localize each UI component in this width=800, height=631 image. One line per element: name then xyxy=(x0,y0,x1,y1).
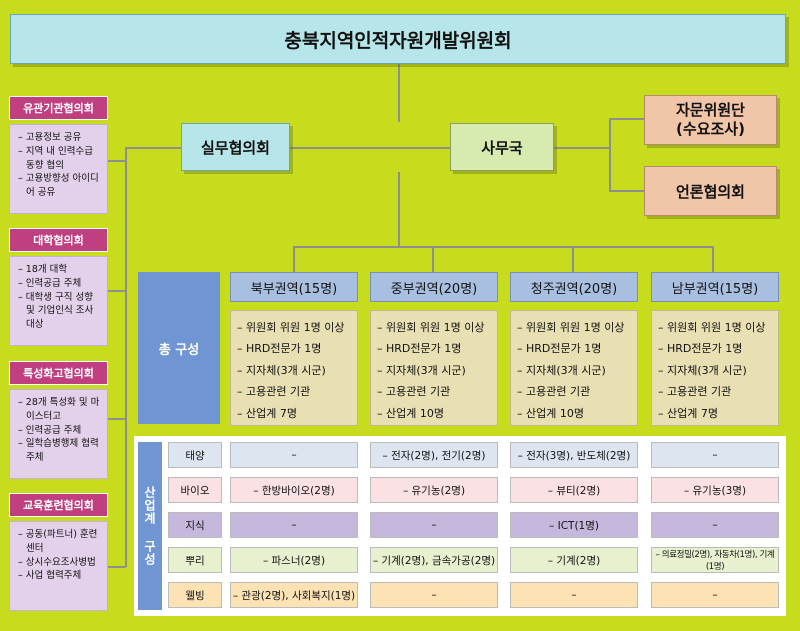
list-item: – HRD전문가 1명 xyxy=(658,342,743,356)
region-head-south: 남부권역(15명) xyxy=(651,272,779,302)
industry-cell: – 유기농(3명) xyxy=(651,477,779,503)
connector-line xyxy=(572,246,574,272)
working-council-box: 실무협의회 xyxy=(181,123,290,171)
region-body-south: – 위원회 위원 1명 이상 – HRD전문가 1명 – 지자체(3개 시군) … xyxy=(651,310,779,426)
list-item: – 산업계 7명 xyxy=(237,406,297,420)
council-body-education-training: – 공동(파트너) 훈련센터 – 상시수요조사병법 – 사업 협력주체 xyxy=(9,521,108,611)
industry-cell: – xyxy=(651,582,779,608)
list-item: – 고용방향성 아이디어 공유 xyxy=(18,173,99,199)
connector-line xyxy=(108,566,126,568)
list-item: – 위원회 위원 1명 이상 xyxy=(517,321,625,334)
list-item: – 고용관련 기관 xyxy=(377,385,451,399)
region-body-north: – 위원회 위원 1명 이상 – HRD전문가 1명 – 지자체(3개 시군) … xyxy=(230,310,358,426)
industry-cell: – xyxy=(651,442,779,468)
connector-line xyxy=(712,246,714,272)
list-item: – 대학생 구직 성향 및 기업인식 조사 대상 xyxy=(18,291,94,331)
list-item: – 사업 협력주체 xyxy=(18,570,82,582)
connector-line xyxy=(293,246,713,248)
connector-line xyxy=(609,118,644,120)
connector-line xyxy=(398,172,400,246)
list-item: – 일학습병행제 협력주체 xyxy=(18,438,99,464)
council-head-related-agencies: 유관기관협의회 xyxy=(9,96,108,120)
connector-line xyxy=(108,290,126,292)
industry-cell: – xyxy=(230,512,358,538)
press-council-box: 언론협의회 xyxy=(644,166,777,216)
industry-row-label: 태양 xyxy=(168,442,222,468)
council-head-university: 대학협의회 xyxy=(9,228,108,252)
industry-cell: – xyxy=(370,512,498,538)
list-item: – 고용관련 기관 xyxy=(658,385,732,399)
industry-cell: – xyxy=(230,442,358,468)
list-item: – 위원회 위원 1명 이상 xyxy=(377,321,485,334)
connector-line xyxy=(108,418,126,420)
list-item: – 위원회 위원 1명 이상 xyxy=(658,321,766,334)
list-item: – HRD전문가 1명 xyxy=(377,342,462,356)
list-item: – 18개 대학 xyxy=(18,264,68,275)
council-body-related-agencies: – 고용정보 공유 – 지역 내 인력수급 동향 협의 – 고용방향성 아이디어… xyxy=(9,124,108,214)
industry-cell: – 뷰티(2명) xyxy=(510,477,638,503)
list-item: – 위원회 위원 1명 이상 xyxy=(237,321,345,334)
list-item: – 28개 특성화 및 마이스터고 xyxy=(18,397,100,422)
list-item: – 고용관련 기관 xyxy=(237,385,311,399)
connector-line xyxy=(609,190,644,192)
industry-row-label: 지식 xyxy=(168,512,222,538)
region-body-cheongju: – 위원회 위원 1명 이상 – HRD전문가 1명 – 지자체(3개 시군) … xyxy=(510,310,638,426)
council-head-specialized-hs: 특성화고협의회 xyxy=(9,361,108,385)
list-item: – 지자체(3개 시군) xyxy=(658,363,747,377)
industry-cell: – 전자(3명), 반도체(2명) xyxy=(510,442,638,468)
list-item: – HRD전문가 1명 xyxy=(517,342,602,356)
connector-line xyxy=(108,160,126,162)
industry-cell: – 기계(2명) xyxy=(510,547,638,573)
industry-cell: – 관광(2명), 사회복지(1명) xyxy=(230,582,358,608)
list-item: – 고용정보 공유 xyxy=(18,132,82,143)
region-head-central: 중부권역(20명) xyxy=(370,272,498,302)
connector-line xyxy=(554,147,610,149)
list-item: – 상시수요조사병법 xyxy=(18,556,96,568)
council-body-specialized-hs: – 28개 특성화 및 마이스터고 – 인력공급 주체 – 일학습병행제 협력주… xyxy=(9,389,108,479)
list-item: – 지역 내 인력수급 동향 협의 xyxy=(18,145,94,171)
advisory-group-label: 자문위원단 (수요조사) xyxy=(675,100,745,139)
list-item: – 공동(파트너) 훈련센터 xyxy=(18,529,98,554)
list-item: – 지자체(3개 시군) xyxy=(377,363,466,377)
region-body-central: – 위원회 위원 1명 이상 – HRD전문가 1명 – 지자체(3개 시군) … xyxy=(370,310,498,426)
connector-line xyxy=(432,246,434,272)
industry-cell: – xyxy=(370,582,498,608)
advisory-group-box: 자문위원단 (수요조사) xyxy=(644,95,777,145)
industry-cell: – 한방바이오(2명) xyxy=(230,477,358,503)
industry-composition-label: 산업계 구성 xyxy=(138,442,162,610)
industry-cell: – 유기농(2명) xyxy=(370,477,498,503)
industry-cell: – 기계(2명), 금속가공(2명) xyxy=(370,547,498,573)
connector-line xyxy=(125,147,181,149)
list-item: – 인력공급 주체 xyxy=(18,424,82,436)
connector-line xyxy=(125,147,127,567)
council-head-education-training: 교육훈련협의회 xyxy=(9,493,108,517)
industry-cell: – 파스너(2명) xyxy=(230,547,358,573)
total-composition-label: 총 구성 xyxy=(138,272,220,424)
list-item: – 인력공급 주체 xyxy=(18,277,82,289)
industry-cell: – xyxy=(510,582,638,608)
list-item: – 산업계 10명 xyxy=(377,406,444,420)
connector-line xyxy=(398,64,400,122)
industry-cell: – ICT(1명) xyxy=(510,512,638,538)
industry-row-label: 바이오 xyxy=(168,477,222,503)
region-head-north: 북부권역(15명) xyxy=(230,272,358,302)
connector-line xyxy=(609,118,611,190)
region-head-cheongju: 청주권역(20명) xyxy=(510,272,638,302)
industry-row-label: 뿌리 xyxy=(168,547,222,573)
list-item: – 고용관련 기관 xyxy=(517,385,591,399)
industry-row-label: 웰빙 xyxy=(168,582,222,608)
list-item: – 지자체(3개 시군) xyxy=(517,363,606,377)
council-body-university: – 18개 대학 – 인력공급 주체 – 대학생 구직 성향 및 기업인식 조사… xyxy=(9,256,108,346)
connector-line xyxy=(293,246,295,272)
secretariat-box: 사무국 xyxy=(450,123,554,171)
list-item: – 산업계 10명 xyxy=(517,406,584,420)
list-item: – 지자체(3개 시군) xyxy=(237,363,326,377)
list-item: – HRD전문가 1명 xyxy=(237,342,322,356)
list-item: – 산업계 7명 xyxy=(658,406,718,420)
industry-cell: – xyxy=(651,512,779,538)
committee-title: 충북지역인적자원개발위원회 xyxy=(10,14,786,64)
connector-line xyxy=(290,147,450,149)
industry-cell: – 의료정밀(2명), 자동차(1명), 기계(1명) xyxy=(651,547,779,573)
industry-cell: – 전자(2명), 전기(2명) xyxy=(370,442,498,468)
